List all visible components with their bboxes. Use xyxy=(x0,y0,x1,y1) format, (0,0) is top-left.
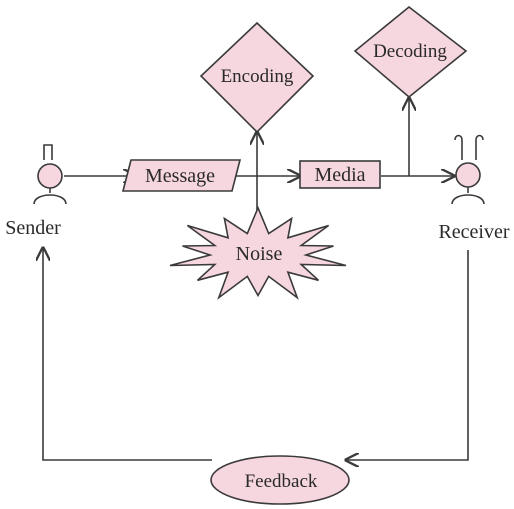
receiver-figure xyxy=(451,134,485,205)
feedback-node xyxy=(210,455,350,505)
edge-receiver-to-feedback xyxy=(346,250,469,460)
message-label: Message xyxy=(145,165,215,187)
receiver-label: Receiver xyxy=(438,221,509,243)
message-node xyxy=(121,159,242,192)
decoding-node xyxy=(353,5,468,99)
media-label: Media xyxy=(314,164,365,186)
sender-label: Sender xyxy=(5,217,61,239)
encoding-node xyxy=(199,21,315,134)
noise-label: Noise xyxy=(236,243,283,265)
noise-node xyxy=(169,205,347,300)
feedback-label: Feedback xyxy=(245,471,318,492)
decoding-label: Decoding xyxy=(373,41,447,62)
media-node xyxy=(299,160,381,189)
edge-feedback-to-sender xyxy=(43,248,212,461)
encoding-label: Encoding xyxy=(221,66,294,87)
sender-figure xyxy=(33,144,67,205)
